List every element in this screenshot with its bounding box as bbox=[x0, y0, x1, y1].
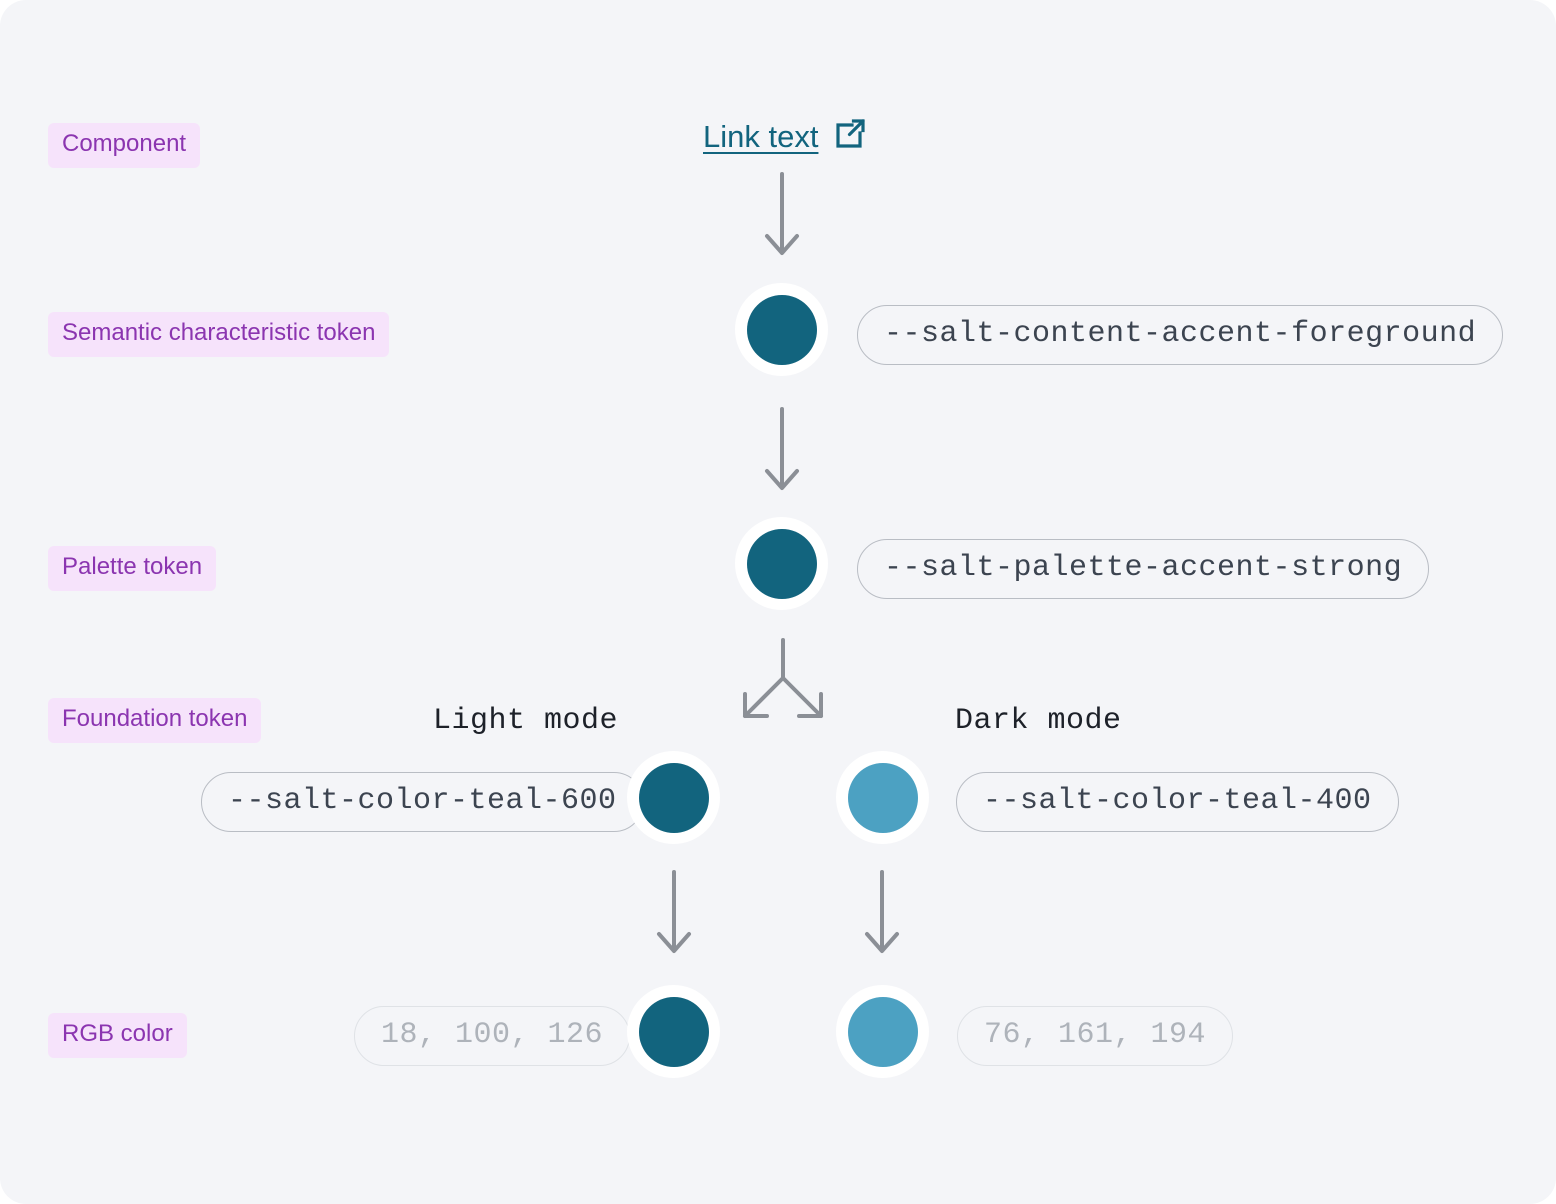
rgb-pill-light: 18, 100, 126 bbox=[354, 1006, 631, 1066]
swatch-color-fill bbox=[746, 528, 817, 599]
mode-label-light: Light mode bbox=[433, 704, 619, 738]
token-pill-foundation-dark: --salt-color-teal-400 bbox=[956, 772, 1399, 832]
swatch-color-fill bbox=[847, 996, 918, 1067]
swatch-color-fill bbox=[746, 294, 817, 365]
swatch-foundation-dark bbox=[836, 751, 929, 844]
arrow-component-to-semantic bbox=[756, 172, 808, 267]
swatch-palette-accent-strong bbox=[735, 517, 828, 610]
token-pill-palette: --salt-palette-accent-strong bbox=[857, 539, 1430, 599]
swatch-rgb-light bbox=[627, 985, 720, 1078]
arrow-fork-palette-to-modes bbox=[733, 638, 833, 733]
mode-label-dark: Dark mode bbox=[955, 704, 1122, 738]
category-label-palette-token: Palette token bbox=[48, 546, 217, 591]
link-text-label[interactable]: Link text bbox=[703, 118, 819, 154]
category-label-semantic-characteristic-token: Semantic characteristic token bbox=[48, 312, 390, 357]
category-label-foundation-token: Foundation token bbox=[48, 698, 262, 743]
swatch-color-fill bbox=[638, 996, 709, 1067]
token-pill-foundation-light: --salt-color-teal-600 bbox=[201, 772, 644, 832]
rgb-pill-dark: 76, 161, 194 bbox=[957, 1006, 1234, 1066]
token-pill-semantic: --salt-content-accent-foreground bbox=[857, 305, 1504, 365]
category-label-component: Component bbox=[48, 123, 201, 168]
swatch-foundation-light bbox=[627, 751, 720, 844]
external-link-icon bbox=[834, 118, 866, 155]
arrow-dark-to-rgb bbox=[856, 870, 908, 965]
link-text-component[interactable]: Link text bbox=[703, 118, 866, 155]
swatch-color-fill bbox=[847, 762, 918, 833]
swatch-semantic-accent-foreground bbox=[735, 283, 828, 376]
swatch-rgb-dark bbox=[836, 985, 929, 1078]
swatch-color-fill bbox=[638, 762, 709, 833]
category-label-rgb-color: RGB color bbox=[48, 1013, 187, 1058]
arrow-light-to-rgb bbox=[648, 870, 700, 965]
arrow-semantic-to-palette bbox=[756, 407, 808, 502]
